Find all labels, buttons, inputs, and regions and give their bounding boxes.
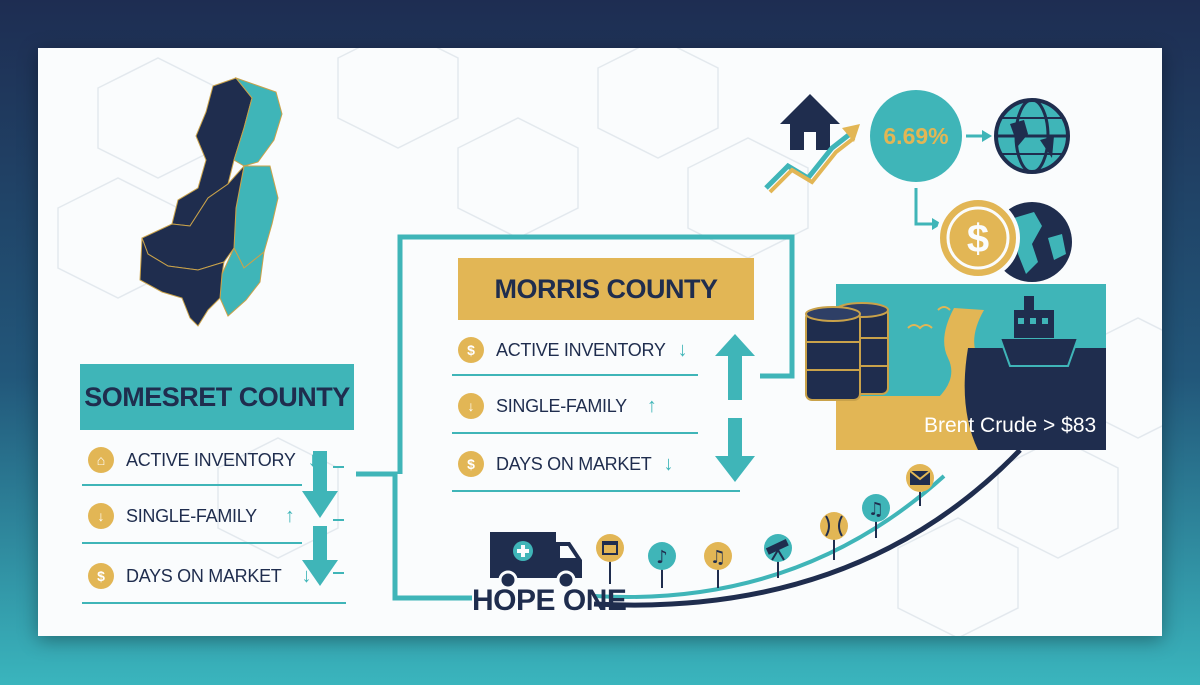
down-arrow-badge-icon: ↓ xyxy=(88,503,114,529)
metric-label: SINGLE-FAMILY xyxy=(126,505,257,526)
trend-up-icon: ↑ xyxy=(284,504,295,527)
somerset-county-title: SOMESRET COUNTY xyxy=(80,364,354,430)
metric-label: SINGLE-FAMILY xyxy=(496,395,627,416)
trend-down-icon: ↓ xyxy=(307,448,318,471)
somerset-arrow-1 xyxy=(313,451,327,493)
brent-crude-label: Brent Crude > $83 xyxy=(924,414,1097,437)
down-arrow-badge-icon: ↓ xyxy=(458,393,484,419)
metric-label: DAYS ON MARKET xyxy=(126,565,282,586)
envelope-icon xyxy=(906,464,934,506)
row-divider xyxy=(452,374,698,376)
background-graphics: $ xyxy=(57,48,1162,636)
globe-icon xyxy=(994,98,1070,174)
hope-one-label: HOPE ONE xyxy=(472,584,627,617)
row-divider xyxy=(82,484,302,486)
somerset-trend-arrows xyxy=(302,451,338,586)
svg-text:♪: ♪ xyxy=(656,547,668,568)
connector-lines xyxy=(356,234,795,601)
baseball-icon xyxy=(820,512,848,560)
dollar-coin-icon: $ xyxy=(936,196,1020,280)
svg-text:♫: ♫ xyxy=(868,499,884,520)
new-jersey-map xyxy=(139,76,283,327)
oil-barrels-icon xyxy=(805,302,889,401)
row-divider xyxy=(452,490,740,492)
money-bag-badge-icon: $ xyxy=(458,451,484,477)
nj-north-east xyxy=(233,76,283,167)
somerset-metric-single-family: ↓ SINGLE-FAMILY ↑ xyxy=(88,494,295,538)
mortgage-rate-badge: 6.69% xyxy=(870,90,962,182)
somerset-metric-active-inventory: ⌂ ACTIVE INVENTORY ↓ xyxy=(88,438,318,482)
trend-up-icon: ↑ xyxy=(646,394,657,417)
money-bag-badge-icon: $ xyxy=(88,563,114,589)
nj-south-west xyxy=(139,237,225,327)
morris-trend-arrows xyxy=(715,334,755,482)
trend-down-icon: ↓ xyxy=(677,338,688,361)
music-note-icon: ♫ xyxy=(862,494,890,538)
music-note-icon: ♫ xyxy=(704,542,732,588)
row-divider xyxy=(82,602,346,604)
trend-down-icon: ↓ xyxy=(301,564,312,587)
svg-text:$: $ xyxy=(967,217,989,261)
timeline-arcs xyxy=(593,448,1022,608)
rate-flow-arrows xyxy=(914,134,984,226)
metric-label: ACTIVE INVENTORY xyxy=(496,339,666,360)
metric-label: ACTIVE INVENTORY xyxy=(126,449,296,470)
morris-up-arrow-shaft xyxy=(728,354,742,400)
telescope-icon xyxy=(764,534,792,578)
morris-down-arrow-shaft xyxy=(728,418,742,458)
hope-one-van-icon xyxy=(490,532,582,590)
morris-county-title: MORRIS COUNTY xyxy=(458,258,754,320)
somerset-metric-days-on-market: $ DAYS ON MARKET ↓ xyxy=(88,554,312,598)
svg-text:♫: ♫ xyxy=(710,547,726,568)
calendar-icon xyxy=(596,534,624,584)
row-divider xyxy=(82,542,302,544)
morris-metric-single-family: ↓ SINGLE-FAMILY ↑ xyxy=(458,384,657,428)
row-divider xyxy=(452,432,698,434)
music-note-icon: ♪ xyxy=(648,542,676,588)
metric-label: DAYS ON MARKET xyxy=(496,453,652,474)
timeline-pins: ♪ ♫ ♫ xyxy=(596,464,934,588)
infographic-card: $ xyxy=(38,48,1162,636)
morris-metric-active-inventory: $ ACTIVE INVENTORY ↓ xyxy=(458,328,688,372)
trend-down-icon: ↓ xyxy=(663,452,674,475)
money-bag-badge-icon: $ xyxy=(458,337,484,363)
morris-metric-days-on-market: $ DAYS ON MARKET ↓ xyxy=(458,442,674,486)
somerset-arrow-2 xyxy=(313,526,327,562)
house-trend-icon xyxy=(764,94,860,194)
house-badge-icon: ⌂ xyxy=(88,447,114,473)
